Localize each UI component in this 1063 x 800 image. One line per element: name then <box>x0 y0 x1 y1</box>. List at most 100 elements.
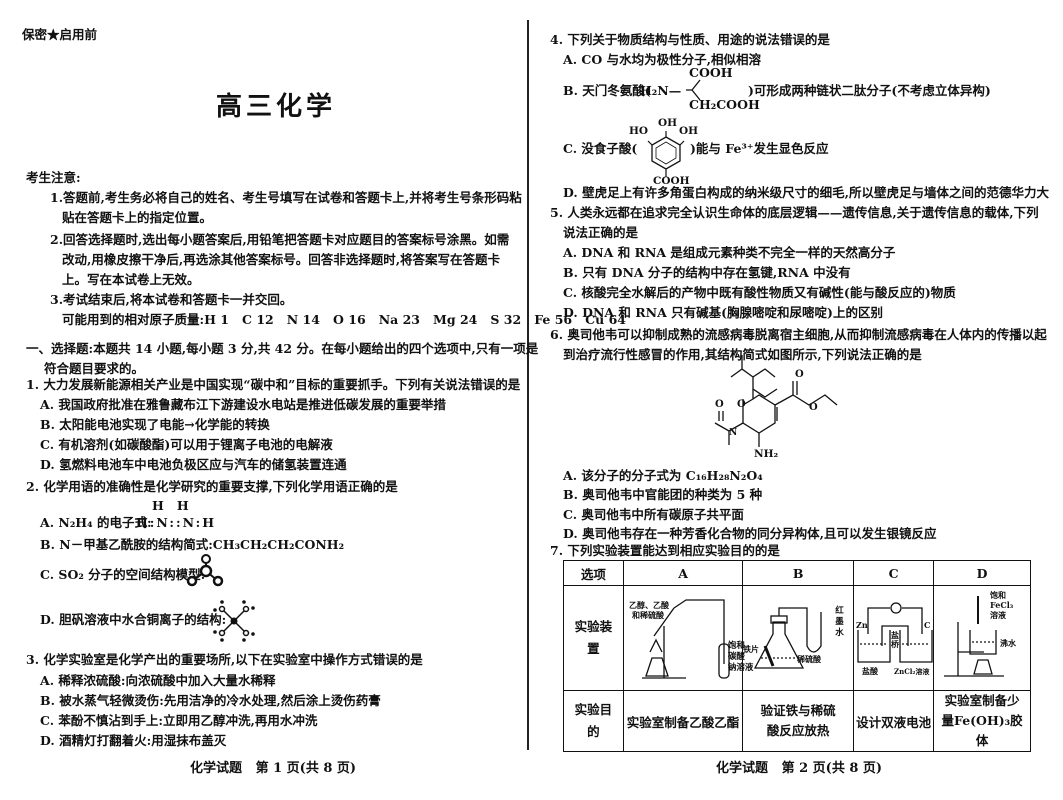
q1-option-d: D. 氢燃料电池车中电池负极区应与汽车的储氢装置连通 <box>40 457 347 472</box>
q2-option-d: D. 胆矾溶液中水合铜离子的结构: <box>40 612 227 627</box>
page-divider <box>527 20 529 750</box>
q6-option-d: D. 奥司他韦存在一种芳香化合物的同分异构体,且可以发生银镜反应 <box>563 526 937 541</box>
svg-text:FeCl₃: FeCl₃ <box>990 600 1014 610</box>
q5-option-b: B. 只有 DNA 分子的结构中存在氢键,RNA 中没有 <box>563 265 851 280</box>
notice-item: 2.回答选择题时,选出每小题答案后,用铅笔把答题卡对应题目的答案标号涂黑。如需 <box>50 232 510 247</box>
atomic-masses: 可能用到的相对原子质量:H 1 C 12 N 14 O 16 Na 23 Mg … <box>62 312 626 327</box>
aspartic-amine: H₂N— <box>640 83 682 98</box>
oseltamivir-structure-icon: O O O N O <box>714 355 838 447</box>
svg-text:盐酸: 盐酸 <box>862 666 879 676</box>
table-header-a: A <box>622 560 744 586</box>
aspartic-ch2cooh: CH₂COOH <box>689 97 760 112</box>
svg-text:铁片: 铁片 <box>743 644 759 654</box>
experiment-table: 选项 A B C D 实验装置 乙醇、乙酸 和稀硫酸 饱和 碳酸 钠溶液 <box>563 560 1031 752</box>
q5-option-d: D. DNA 和 RNA 只有碱基(胸腺嘧啶和尿嘧啶)上的区别 <box>563 305 883 320</box>
table-header-d: D <box>933 560 1031 586</box>
svg-text:O: O <box>737 399 746 410</box>
hydrated-copper-ion-icon <box>213 600 255 642</box>
q1-option-b: B. 太阳能电池实现了电能→化学能的转换 <box>40 417 270 432</box>
svg-text:溶液: 溶液 <box>990 610 1006 620</box>
purpose-c: 设计双液电池 <box>853 690 935 752</box>
q2-option-a: A. N₂H₄ 的电子式: <box>40 515 152 530</box>
q1-stem: 1. 大力发展新能源相关产业是中国实现“碳中和”目标的重要抓手。下列有关说法错误… <box>26 377 521 392</box>
gallic-ring-icon <box>647 131 685 177</box>
galvanic-cell-icon: Zn C 盐桥 盐酸 ZnCl₂溶液 <box>856 602 933 676</box>
svg-text:桥: 桥 <box>891 639 900 649</box>
q5-stem-cont: 说法正确的是 <box>563 225 639 240</box>
purpose-d: 实验室制备少量Fe(OH)₃胶体 <box>933 690 1031 752</box>
apparatus-c: Zn C 盐桥 盐酸 ZnCl₂溶液 <box>854 586 933 690</box>
q3-option-a: A. 稀释浓硫酸:向浓硫酸中加入大量水稀释 <box>40 673 276 688</box>
q2-a-top-h: H H <box>152 498 189 513</box>
so2-model-icon <box>186 554 224 587</box>
label: 水 <box>835 628 844 638</box>
q4-option-c-rest: )能与 Fe³⁺发生显色反应 <box>690 141 829 156</box>
q6-option-c: C. 奥司他韦中所有碳原子共平面 <box>563 507 744 522</box>
table-row-label: 实验目的 <box>563 690 624 752</box>
notice-item: 上。写在本试卷上无效。 <box>62 272 200 287</box>
q5-stem: 5. 人类永远都在追求完全认识生命体的底层逻辑——遗传信息,关于遗传信息的载体,… <box>550 205 1039 220</box>
page-title: 高三化学 <box>216 92 337 122</box>
q5-option-a: A. DNA 和 RNA 是组成元素种类不完全一样的天然高分子 <box>563 245 896 260</box>
table-header-c: C <box>853 560 935 586</box>
svg-text:O: O <box>809 402 818 413</box>
q4-stem: 4. 下列关于物质结构与性质、用途的说法错误的是 <box>550 32 830 47</box>
svg-text:Zn: Zn <box>856 620 868 630</box>
ester-apparatus-icon: 乙醇、乙酸 和稀硫酸 <box>629 599 730 679</box>
svg-text:O: O <box>795 369 804 380</box>
svg-text:和稀硫酸: 和稀硫酸 <box>632 610 665 620</box>
q3-stem: 3. 化学实验室是化学产出的重要场所,以下在实验室中操作方式错误的是 <box>26 652 423 667</box>
q3-option-d: D. 酒精灯打翻着火:用湿抹布盖灭 <box>40 733 227 748</box>
q7-stem: 7. 下列实验装置能达到相应实验目的的是 <box>550 543 780 558</box>
purpose-a: 实验室制备乙酸乙酯 <box>622 690 744 752</box>
confidential-label: 保密★启用前 <box>22 27 98 42</box>
svg-text:ZnCl₂溶液: ZnCl₂溶液 <box>894 667 930 676</box>
aspartic-bond-icon <box>686 79 701 101</box>
q3-option-c: C. 苯酚不慎沾到手上:立即用乙醇冲洗,再用水冲洗 <box>40 713 318 728</box>
table-row-purpose: 实验目的 实验室制备乙酸乙酯 验证铁与稀硫酸反应放热 设计双液电池 实验室制备少… <box>563 690 1031 752</box>
label: 饱和 <box>727 641 745 651</box>
purpose-b: 验证铁与稀硫酸反应放热 <box>742 690 855 752</box>
notice-item: 贴在答题卡上的指定位置。 <box>62 210 213 225</box>
table-row-label: 实验装置 <box>563 585 624 691</box>
svg-text:乙醇、乙酸: 乙醇、乙酸 <box>629 600 670 610</box>
q5-option-c: C. 核酸完全水解后的产物中既有酸性物质又有碱性(能与酸反应的)物质 <box>563 285 956 300</box>
label: 红 <box>835 606 844 616</box>
notice-item: 3.考试结束后,将本试卷和答题卡一并交回。 <box>50 292 293 307</box>
q6-option-a: A. 该分子的分子式为 C₁₆H₂₈N₂O₄ <box>563 468 763 483</box>
label: 碳酸 <box>727 652 745 662</box>
notice-item: 改动,用橡皮擦干净后,再选涂其他答案标号。回答非选择题时,将答案写在答题卡 <box>62 252 501 267</box>
q2-stem: 2. 化学用语的准确性是化学研究的重要支撑,下列化学用语正确的是 <box>26 479 398 494</box>
svg-text:O: O <box>715 399 724 410</box>
svg-text:饱和: 饱和 <box>990 590 1006 600</box>
svg-text:C: C <box>924 620 930 630</box>
oseltamivir-nh2: NH₂ <box>754 448 779 460</box>
page-footer-left: 化学试题 第 1 页(共 8 页) <box>190 761 357 776</box>
svg-text:稀硫酸: 稀硫酸 <box>797 654 822 664</box>
svg-text:沸水: 沸水 <box>1000 638 1017 648</box>
aspartic-cooh: COOH <box>689 65 733 80</box>
notice-heading: 考生注意: <box>26 170 81 185</box>
q4-option-d: D. 壁虎足上有许多角蛋白构成的纳米级尺寸的细毛,所以壁虎足与墙体之间的范德华力… <box>563 185 1049 200</box>
q4-option-b: B. 天门冬氨酸( <box>563 83 651 98</box>
gallic-cooh: COOH <box>653 175 690 187</box>
q6-option-b: B. 奥司他韦中官能团的种类为 5 种 <box>563 487 763 502</box>
q4-option-c: C. 没食子酸( <box>563 141 638 156</box>
q4-option-a: A. CO 与水均为极性分子,相似相溶 <box>563 52 761 67</box>
q6-stem: 6. 奥司他韦可以抑制成熟的流感病毒脱离宿主细胞,从而抑制流感病毒在人体内的传播… <box>550 327 1047 342</box>
section-heading: 一、选择题:本题共 14 小题,每小题 3 分,共 42 分。在每小题给出的四个… <box>26 341 539 356</box>
notice-item: 1.答题前,考生务必将自己的姓名、考生号填写在试卷和答题卡上,并将考生号条形码粘 <box>50 190 522 205</box>
label: 钠溶液 <box>727 663 754 673</box>
apparatus-a: 乙醇、乙酸 和稀硫酸 饱和 碳酸 钠溶液 <box>624 586 753 690</box>
q1-option-a: A. 我国政府批准在雅鲁藏布江下游建设水电站是推进低碳发展的重要举措 <box>40 397 446 412</box>
q4-option-b-rest: )可形成两种链状二肽分子(不考虑立体异构) <box>748 83 991 98</box>
q6-stem-cont: 到治疗流行性感冒的作用,其结构简式如图所示,下列说法正确的是 <box>563 347 922 362</box>
svg-text:盐: 盐 <box>891 630 899 640</box>
label: 墨 <box>835 617 844 627</box>
table-header-b: B <box>742 560 855 586</box>
gallic-oh-top: OH <box>658 117 678 129</box>
gallic-oh-right: OH <box>679 125 699 137</box>
